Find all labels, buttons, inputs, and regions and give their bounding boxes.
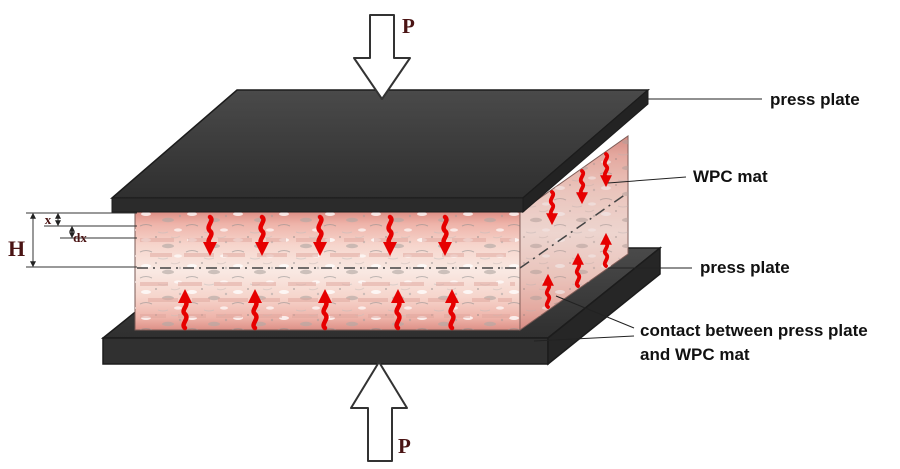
label-wpc-mat: WPC mat [693, 167, 768, 186]
leader-wpc-mat [607, 176, 687, 184]
force-arrow-top [353, 14, 411, 100]
leader-contact-1 [555, 295, 635, 329]
top-press-plate [109, 88, 651, 214]
label-contact-line1: contact between press plate [640, 321, 868, 340]
force-label-bottom: P [398, 434, 411, 458]
wpc-mat-front-texture [135, 212, 520, 330]
leader-contact-2 [533, 335, 635, 342]
bottom-plate-front-face [102, 337, 549, 365]
label-contact-line2: and WPC mat [640, 345, 750, 364]
label-press-plate-top: press plate [770, 90, 860, 109]
top-plate-right-face [522, 88, 649, 214]
force-arrow-bottom [350, 361, 408, 462]
dimension-H-label: H [8, 236, 25, 261]
force-label-top: P [402, 14, 415, 38]
dimension-dx-label: dx [73, 230, 87, 245]
top-plate-front-face [111, 197, 524, 213]
dimension-x-label: x [45, 212, 52, 227]
bottom-plate-right-face [547, 246, 661, 366]
label-press-plate-bottom: press plate [700, 258, 790, 277]
